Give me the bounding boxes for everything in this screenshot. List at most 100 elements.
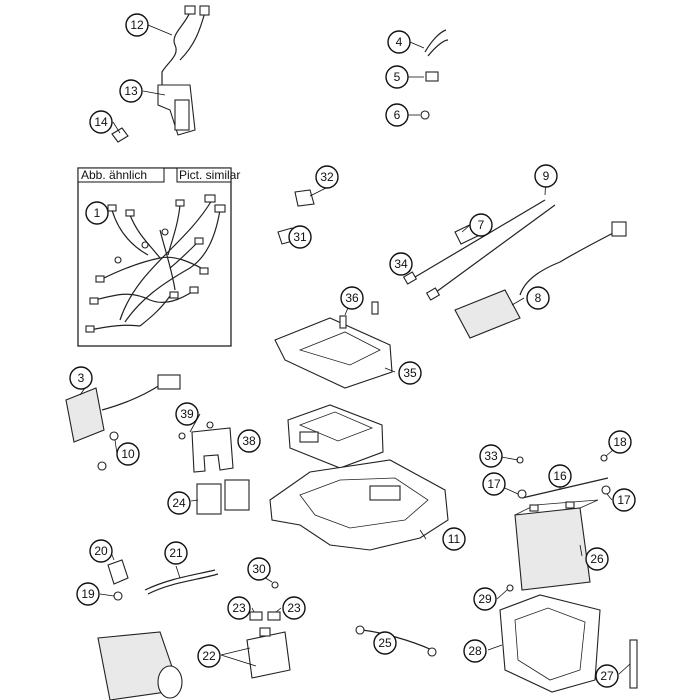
callout-31: 31	[288, 225, 312, 249]
callout-26: 26	[585, 547, 609, 571]
callout-25: 25	[373, 631, 397, 655]
callout-number: 6	[394, 108, 401, 122]
callout-number: 19	[81, 587, 95, 601]
part-31-32	[277, 189, 315, 245]
callout-number: 33	[484, 449, 498, 463]
callout-number: 35	[403, 366, 417, 380]
callout-number: 10	[121, 447, 135, 461]
callout-32: 32	[315, 165, 339, 189]
wiring-harness	[85, 194, 226, 333]
callout-28: 28	[463, 639, 487, 663]
callout-number: 18	[613, 435, 627, 449]
callout-number: 38	[242, 434, 256, 448]
callout-17b: 17	[612, 488, 636, 512]
callout-16: 16	[548, 464, 572, 488]
callout-30: 30	[247, 557, 271, 581]
callout-number: 30	[252, 562, 266, 576]
callout-number: 20	[94, 544, 108, 558]
callout-number: 24	[172, 496, 186, 510]
callout-7: 7	[469, 213, 493, 237]
callout-23b: 23	[282, 596, 306, 620]
callout-number: 9	[543, 169, 550, 183]
callout-12: 12	[125, 13, 149, 37]
part-35-36	[274, 301, 393, 389]
callout-number: 12	[130, 18, 144, 32]
part-25	[355, 625, 437, 657]
part-26	[514, 499, 599, 591]
callout-36: 36	[340, 286, 364, 310]
callout-number: 17	[617, 493, 631, 507]
callout-6: 6	[385, 103, 409, 127]
part-27	[629, 639, 638, 689]
callout-35: 35	[398, 361, 422, 385]
callout-27: 27	[595, 664, 619, 688]
part-4-5-6	[420, 29, 449, 120]
callout-number: 23	[287, 601, 301, 615]
callout-number: 21	[169, 546, 183, 560]
part-22-23-30	[246, 581, 291, 679]
inset-label-right: Pict. similar	[179, 168, 240, 182]
callout-number: 29	[478, 592, 492, 606]
callout-9: 9	[534, 164, 558, 188]
callout-number: 27	[600, 669, 614, 683]
callout-number: 25	[378, 636, 392, 650]
ecu-block	[287, 404, 384, 469]
inset-label-left: Abb. ähnlich	[81, 168, 147, 182]
callout-34: 34	[389, 252, 413, 276]
callout-number: 23	[232, 601, 246, 615]
callout-13: 13	[119, 79, 143, 103]
callout-5: 5	[385, 65, 409, 89]
part-12-13-14	[111, 5, 210, 143]
callout-20: 20	[89, 539, 113, 563]
part-11	[269, 459, 449, 551]
part-16-17-18-33	[516, 454, 611, 499]
callout-38: 38	[237, 429, 261, 453]
callout-29: 29	[473, 587, 497, 611]
callout-18: 18	[608, 430, 632, 454]
callout-number: 32	[320, 170, 334, 184]
callout-3: 3	[69, 366, 93, 390]
callout-number: 3	[78, 371, 85, 385]
callout-number: 34	[394, 257, 408, 271]
callout-21: 21	[164, 541, 188, 565]
callout-33: 33	[479, 444, 503, 468]
callout-number: 17	[487, 477, 501, 491]
callout-number: 11	[448, 532, 461, 546]
callout-number: 31	[293, 230, 307, 244]
callout-1: 1	[85, 201, 109, 225]
callout-number: 36	[345, 291, 359, 305]
part-29	[506, 584, 514, 592]
callout-number: 8	[535, 291, 542, 305]
callout-19: 19	[76, 582, 100, 606]
callout-number: 26	[590, 552, 604, 566]
callout-8: 8	[526, 286, 550, 310]
callout-23a: 23	[227, 596, 251, 620]
callout-number: 4	[396, 35, 403, 49]
callout-4: 4	[387, 30, 411, 54]
callout-number: 13	[124, 84, 138, 98]
part-7-8-9-34	[402, 199, 627, 339]
callout-number: 7	[478, 218, 485, 232]
part-24	[196, 479, 250, 515]
callout-39: 39	[175, 402, 199, 426]
callout-14: 14	[89, 110, 113, 134]
part-38-39	[178, 421, 234, 473]
part-3-10	[65, 374, 181, 471]
callout-number: 16	[553, 469, 567, 483]
callout-number: 1	[94, 206, 101, 220]
callout-number: 14	[94, 115, 108, 129]
callout-11: 11	[442, 527, 466, 551]
wiring-harness-inset: Abb. ähnlich Pict. similar	[77, 167, 240, 347]
callout-24: 24	[167, 491, 191, 515]
part-19-20-21	[107, 559, 219, 601]
callout-number: 39	[180, 407, 194, 421]
callout-22: 22	[197, 644, 221, 668]
starter-motor	[97, 631, 183, 700]
callout-number: 5	[394, 70, 401, 84]
callout-number: 22	[202, 649, 216, 663]
callout-number: 28	[468, 644, 482, 658]
callout-10: 10	[116, 442, 140, 466]
callout-17a: 17	[482, 472, 506, 496]
